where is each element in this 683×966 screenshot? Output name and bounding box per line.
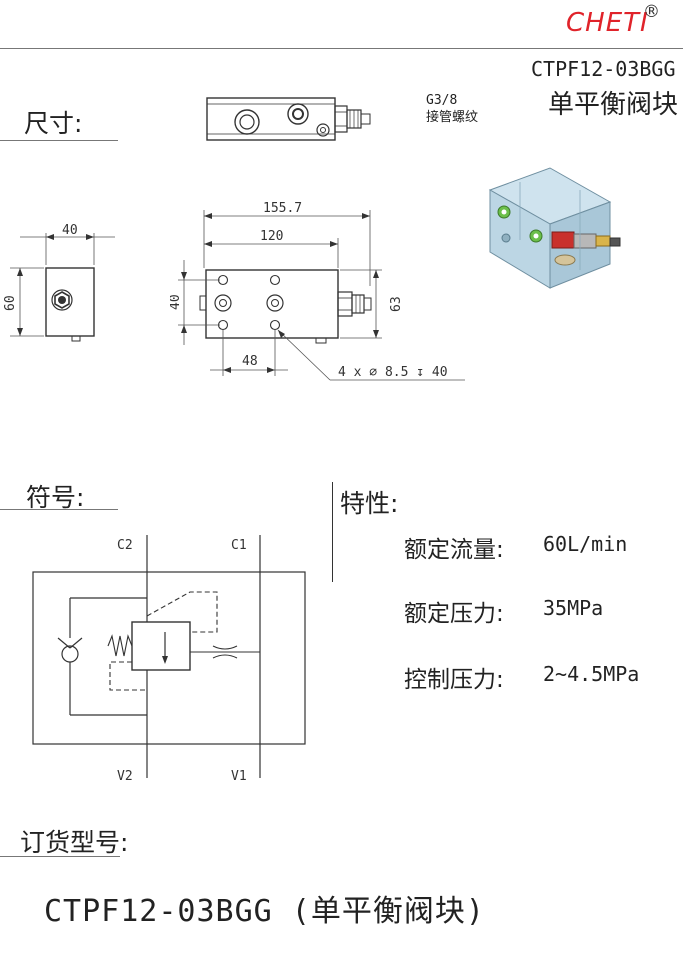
hydraulic-symbol-diagram: C2 C1 V2 V1 (32, 535, 306, 784)
dim-port-spacing: 40 (170, 294, 183, 310)
rated-pressure-label: 额定压力: (404, 601, 504, 627)
dim-total-height: 63 (389, 296, 404, 312)
top-view-drawing (206, 97, 371, 141)
dim-mounting-holes: 4 x ∅ 8.5 ↧ 40 (338, 365, 448, 380)
port-thread-size: G3/8 (426, 93, 458, 108)
order-heading-underline (0, 856, 120, 857)
port-v2-label: V2 (117, 769, 133, 784)
dimensions-heading: 尺寸: (24, 109, 83, 138)
control-pressure-label: 控制压力: (404, 667, 504, 693)
dim-side-width: 40 (62, 223, 78, 238)
rated-flow-label: 额定流量: (404, 537, 504, 563)
dim-hole-offset: 48 (242, 354, 258, 369)
dim-side-height: 60 (3, 295, 18, 311)
page-title: 单平衡阀块 (548, 90, 679, 120)
brand-logo: CHETI (566, 8, 649, 38)
order-heading: 订货型号: (20, 828, 129, 857)
rated-pressure-value: 35MPa (543, 596, 604, 620)
valve-block-3d-illustration (488, 167, 621, 289)
symbol-heading: 符号: (26, 483, 85, 512)
features-divider (332, 482, 333, 582)
port-c1-label: C1 (231, 538, 247, 553)
rated-flow-value: 60L/min (543, 532, 628, 556)
symbol-heading-underline (0, 509, 118, 510)
features-heading: 特性: (340, 489, 399, 518)
front-view-drawing: 155.7 120 40 63 48 4 x ∅ 8.5 ↧ 40 (170, 201, 465, 381)
model-number: CTPF12-03BGG (531, 57, 676, 81)
port-thread-label: 接管螺纹 (426, 110, 479, 125)
port-c2-label: C2 (117, 538, 133, 553)
registered-mark: ® (643, 2, 660, 22)
header-divider (0, 48, 683, 49)
order-model-text: CTPF12-03BGG (单平衡阀块) (44, 894, 485, 929)
control-pressure-value: 2~4.5MPa (543, 662, 640, 686)
side-view-drawing: 40 60 (3, 223, 115, 342)
port-v1-label: V1 (231, 769, 247, 784)
dim-body-length: 120 (260, 229, 283, 244)
port-thread-note: G3/8 接管螺纹 (426, 92, 478, 126)
dim-overall-length: 155.7 (263, 201, 302, 216)
dimensions-heading-underline (0, 140, 118, 141)
